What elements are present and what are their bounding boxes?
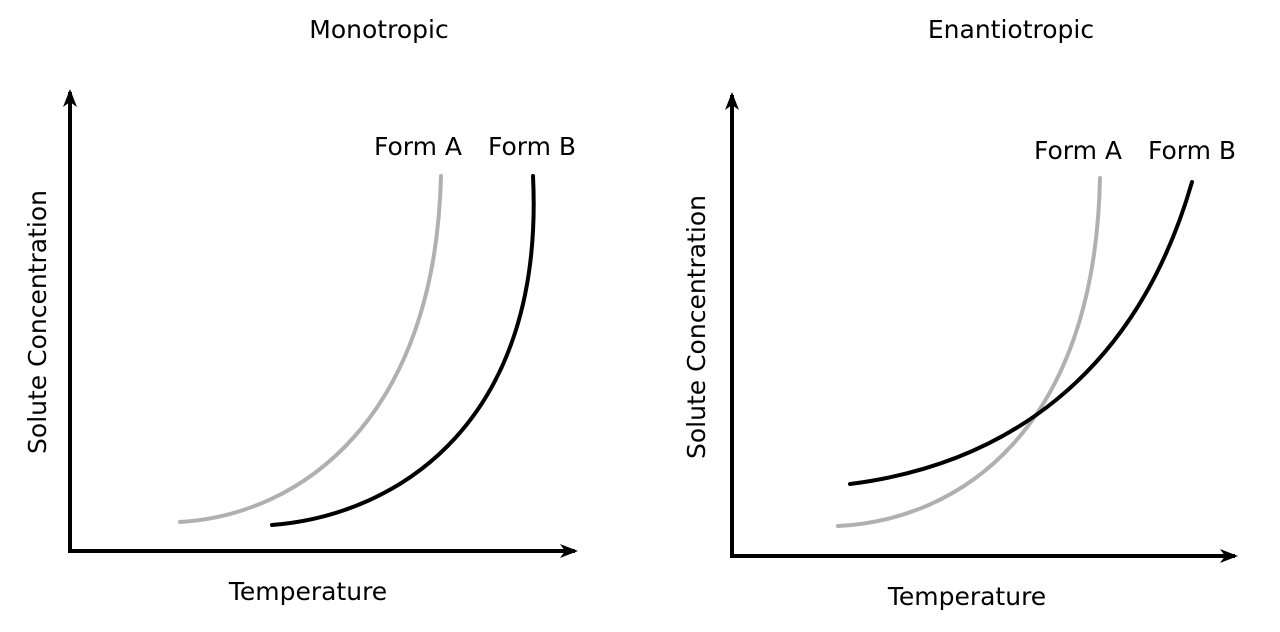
x-axis-label: Temperature xyxy=(887,582,1046,611)
panel-monotropic: Monotropic Solute Concentration Temperat… xyxy=(23,15,578,606)
panel-enantiotropic: Enantiotropic Solute Concentration Tempe… xyxy=(682,15,1238,611)
y-axis-label: Solute Concentration xyxy=(682,195,711,459)
curve-label-form-a: Form A xyxy=(374,132,462,161)
x-axis-label: Temperature xyxy=(228,577,387,606)
y-axis-label: Solute Concentration xyxy=(23,190,52,454)
panel-title: Enantiotropic xyxy=(928,15,1094,44)
curve-form-a xyxy=(178,174,443,524)
curve-label-form-a: Form A xyxy=(1034,136,1122,165)
curve-label-form-b: Form B xyxy=(488,132,576,161)
curve-label-form-b: Form B xyxy=(1148,136,1236,165)
panel-title: Monotropic xyxy=(309,15,448,44)
curve-form-a xyxy=(836,176,1102,528)
curve-form-b xyxy=(848,180,1194,486)
curve-form-b xyxy=(270,174,536,527)
